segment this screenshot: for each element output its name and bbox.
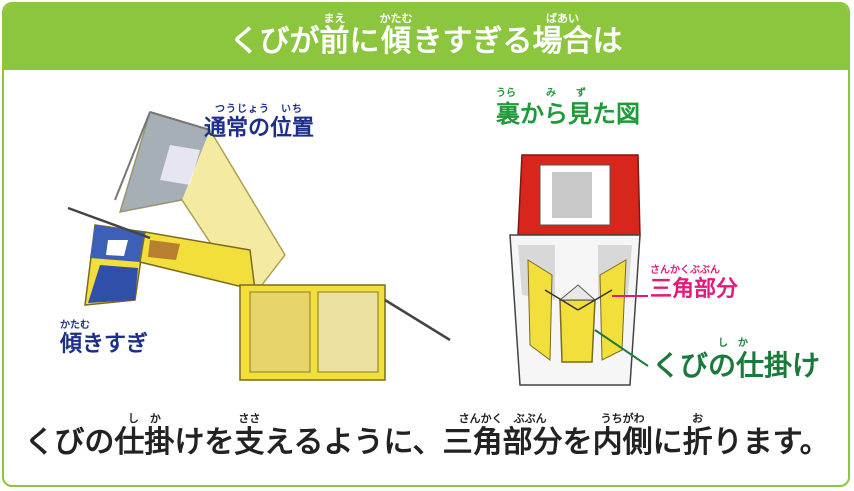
giraffe-head-normal-illustration [114,111,286,292]
package-back-view-illustration [509,154,641,386]
tilted-too-much-label: かたむ 傾きすぎ [60,320,149,357]
back-view-label: うら み ず 裏から見た図 [496,88,640,128]
title-bar: くびが まえ前 に かたむ傾 きすぎる ばあい場合 は [4,4,848,70]
instruction-text: くびの し か仕掛 けを ささ支 えるように、 さんかく ぶぶん三角部分 を う… [24,412,830,460]
neck-mechanism-label: し か くびの仕掛け [652,338,821,382]
normal-position-label: つうじょう いち 通常の位置 [204,104,315,141]
page-title: くびが まえ前 に かたむ傾 きすぎる ばあい場合 は [229,12,623,59]
giraffe-body-illustration [239,284,451,381]
neck-mechanism-pointer [594,329,649,367]
triangle-part-label: さんかくぶぶん 三角部分 [650,265,739,302]
